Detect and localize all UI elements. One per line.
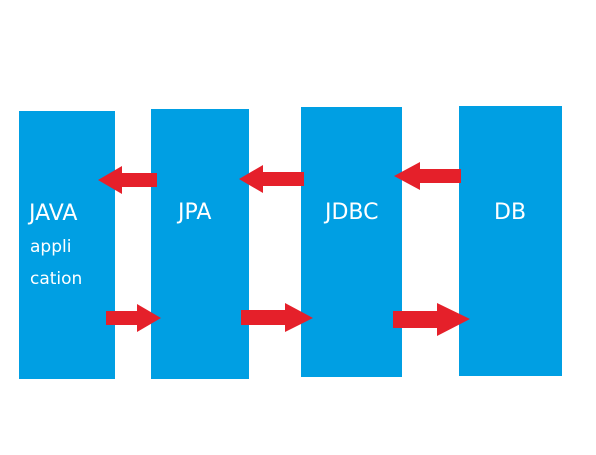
- db-label: DB: [494, 200, 527, 225]
- arrow-jpa-to-java: [98, 166, 157, 194]
- jdbc-label: JDBC: [325, 200, 379, 225]
- jpa-box: JPA: [151, 109, 249, 379]
- arrow-jpa-to-jdbc: [241, 303, 313, 332]
- jpa-label: JPA: [178, 200, 212, 225]
- java-label: JAVA: [29, 201, 78, 226]
- arrow-db-to-jdbc: [394, 162, 461, 190]
- arrow-jdbc-to-jpa: [239, 165, 304, 193]
- jdbc-box: JDBC: [301, 107, 402, 377]
- java-sub-label-1: appli: [30, 237, 72, 257]
- arrow-java-to-jpa: [106, 304, 161, 332]
- db-box: DB: [459, 106, 562, 376]
- arrow-jdbc-to-db: [393, 303, 470, 336]
- java-sub-label-2: cation: [30, 269, 83, 289]
- java-application-box: JAVA appli cation: [19, 111, 115, 379]
